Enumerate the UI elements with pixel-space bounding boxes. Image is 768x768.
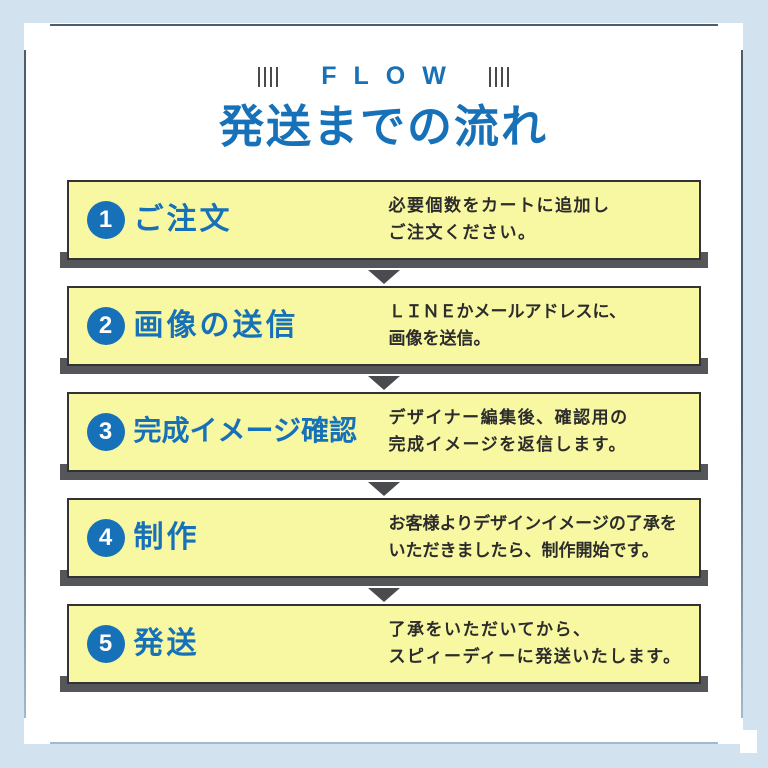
- step-item: 2 画像の送信 ＬＩＮＥかメールアドレスに、 画像を送信。: [59, 285, 708, 390]
- step-description-line2: いただきましたら、制作開始です。: [388, 540, 659, 560]
- step-title: ご注文: [133, 203, 233, 237]
- content-panel: FLOW 発送までの流れ 1 ご注文 必要個数をカートに追加し ご注文ください。…: [24, 23, 743, 744]
- step-box: 4 制作 お客様よりデザインイメージの了承を いただきましたら、制作開始です。: [66, 497, 701, 578]
- page-title: 発送までの流れ: [218, 101, 548, 152]
- step-item: 3 完成イメージ確認 デザイナー編集後、確認用の 完成イメージを返信します。: [59, 391, 708, 496]
- step-heading: 3 完成イメージ確認: [86, 412, 389, 451]
- flow-kicker-label: FLOW: [321, 62, 463, 90]
- step-description-line1: ＬＩＮＥかメールアドレスに、: [388, 302, 627, 322]
- frame-line-top: [50, 24, 718, 26]
- step-heading: 5 発送: [86, 624, 389, 663]
- step-description: ＬＩＮＥかメールアドレスに、 画像を送信。: [389, 299, 689, 352]
- step-title: 完成イメージ確認: [133, 415, 357, 447]
- step-item: 4 制作 お客様よりデザインイメージの了承を いただきましたら、制作開始です。: [59, 497, 708, 602]
- step-box: 1 ご注文 必要個数をカートに追加し ご注文ください。: [66, 179, 701, 260]
- step-heading: 1 ご注文: [86, 200, 389, 239]
- step-heading: 2 画像の送信: [86, 306, 389, 345]
- step-description-line1: 了承をいただいてから、: [388, 620, 592, 640]
- step-title: 画像の送信: [133, 309, 299, 343]
- step-description: デザイナー編集後、確認用の 完成イメージを返信します。: [389, 405, 689, 458]
- arrow-down-icon: [367, 587, 400, 602]
- step-description-line2: スピィーディーに発送いたします。: [388, 646, 682, 666]
- step-title: 制作: [133, 521, 200, 555]
- step-heading: 4 制作: [86, 518, 389, 557]
- step-title: 発送: [133, 627, 200, 661]
- step-number-badge: 2: [86, 306, 125, 345]
- step-description-line2: 画像を送信。: [388, 328, 491, 348]
- flow-kicker-row: FLOW: [24, 64, 743, 89]
- step-item: 1 ご注文 必要個数をカートに追加し ご注文ください。: [59, 179, 708, 284]
- steps-list: 1 ご注文 必要個数をカートに追加し ご注文ください。 2 画像の送信 ＬＩＮＥ…: [59, 179, 708, 692]
- frame-line-left: [24, 50, 26, 718]
- step-box: 3 完成イメージ確認 デザイナー編集後、確認用の 完成イメージを返信します。: [66, 391, 701, 472]
- frame-line-right: [741, 50, 743, 718]
- step-description: 必要個数をカートに追加し ご注文ください。: [389, 193, 689, 246]
- flow-bars-left-icon: [258, 66, 279, 87]
- arrow-down-icon: [367, 375, 400, 390]
- step-box: 5 発送 了承をいただいてから、 スピィーディーに発送いたします。: [66, 603, 701, 684]
- step-description: 了承をいただいてから、 スピィーディーに発送いたします。: [389, 617, 689, 670]
- step-description-line1: お客様よりデザインイメージの了承を: [388, 514, 677, 534]
- step-number-badge: 5: [86, 624, 125, 663]
- step-description-line2: 完成イメージを返信します。: [388, 434, 627, 454]
- step-number-badge: 1: [86, 200, 125, 239]
- flow-bars-right-icon: [488, 66, 509, 87]
- step-number-badge: 4: [86, 518, 125, 557]
- step-description-line2: ご注文ください。: [388, 222, 537, 242]
- arrow-down-icon: [367, 481, 400, 496]
- step-description: お客様よりデザインイメージの了承を いただきましたら、制作開始です。: [389, 511, 689, 564]
- frame-corner-notch: [740, 730, 757, 753]
- frame-line-bottom: [50, 742, 718, 744]
- step-item: 5 発送 了承をいただいてから、 スピィーディーに発送いたします。: [59, 603, 708, 692]
- arrow-down-icon: [367, 269, 400, 284]
- step-box: 2 画像の送信 ＬＩＮＥかメールアドレスに、 画像を送信。: [66, 285, 701, 366]
- step-number-badge: 3: [86, 412, 125, 451]
- step-description-line1: 必要個数をカートに追加し: [388, 196, 611, 216]
- step-description-line1: デザイナー編集後、確認用の: [388, 408, 629, 428]
